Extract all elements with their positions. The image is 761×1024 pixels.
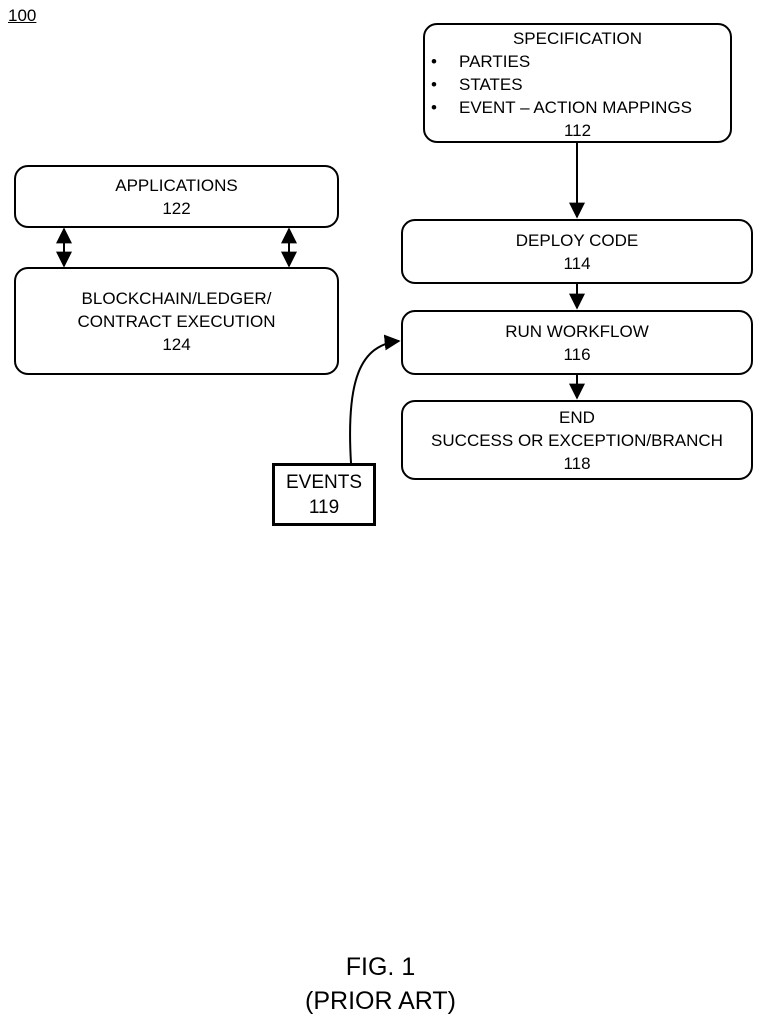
bullet-icon: • xyxy=(431,73,437,96)
end-box: END SUCCESS OR EXCEPTION/BRANCH 118 xyxy=(401,400,753,480)
specification-item-label: PARTIES xyxy=(459,52,530,71)
end-number: 118 xyxy=(563,452,590,475)
blockchain-label-line1: BLOCKCHAIN/LEDGER/ xyxy=(82,287,272,310)
bullet-icon: • xyxy=(431,50,437,73)
events-box: EVENTS 119 xyxy=(272,463,376,526)
figure-caption-title: FIG. 1 xyxy=(0,950,761,984)
specification-item-label: EVENT – ACTION MAPPINGS xyxy=(459,98,692,117)
bullet-icon: • xyxy=(431,96,437,119)
figure-caption-subtitle: (PRIOR ART) xyxy=(0,984,761,1018)
run-workflow-label: RUN WORKFLOW xyxy=(505,320,649,343)
specification-box: SPECIFICATION • PARTIES • STATES • EVENT – … xyxy=(423,23,732,143)
blockchain-number: 124 xyxy=(162,333,190,356)
specification-item-mappings: • EVENT – ACTION MAPPINGS xyxy=(425,96,692,119)
specification-item-states: • STATES xyxy=(425,73,692,96)
figure-caption: FIG. 1 (PRIOR ART) xyxy=(0,950,761,1018)
end-label: END xyxy=(559,406,595,429)
deploy-code-box: DEPLOY CODE 114 xyxy=(401,219,753,284)
deploy-code-label: DEPLOY CODE xyxy=(516,229,639,252)
run-workflow-box: RUN WORKFLOW 116 xyxy=(401,310,753,375)
specification-item-parties: • PARTIES xyxy=(425,50,692,73)
specification-list: • PARTIES • STATES • EVENT – ACTION MAPPING… xyxy=(425,50,692,119)
events-number: 119 xyxy=(309,495,339,520)
specification-title: SPECIFICATION xyxy=(513,27,642,50)
run-workflow-number: 116 xyxy=(563,343,590,366)
applications-number: 122 xyxy=(162,197,190,220)
blockchain-box: BLOCKCHAIN/LEDGER/ CONTRACT EXECUTION 12… xyxy=(14,267,339,375)
end-sublabel: SUCCESS OR EXCEPTION/BRANCH xyxy=(431,429,723,452)
blockchain-label-line2: CONTRACT EXECUTION xyxy=(77,310,275,333)
deploy-code-number: 114 xyxy=(563,252,590,275)
specification-number: 112 xyxy=(564,119,591,142)
applications-box: APPLICATIONS 122 xyxy=(14,165,339,228)
events-label: EVENTS xyxy=(286,470,362,495)
specification-item-label: STATES xyxy=(459,75,523,94)
applications-label: APPLICATIONS xyxy=(115,174,238,197)
arrow-events-to-run xyxy=(350,341,399,463)
